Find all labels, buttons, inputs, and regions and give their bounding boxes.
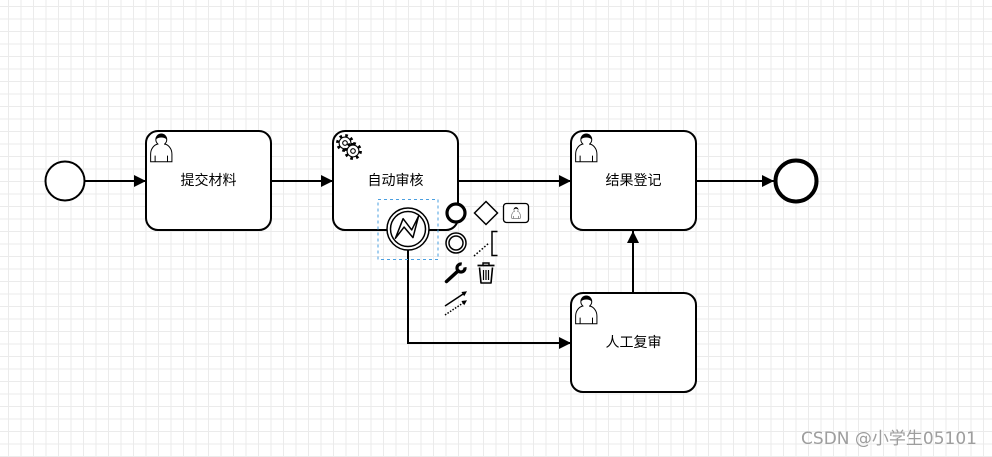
append-gateway-button[interactable] xyxy=(473,200,499,226)
intermediate-event-icon xyxy=(445,232,467,254)
connect-button[interactable] xyxy=(444,290,470,317)
text-annotation-icon xyxy=(473,230,498,257)
watermark: CSDN @小学生05101 xyxy=(801,429,977,449)
wrench-icon xyxy=(444,262,467,284)
end-event-icon xyxy=(445,202,467,224)
button-hit-area[interactable] xyxy=(472,230,499,257)
selection-outline xyxy=(377,199,439,260)
task-label: 人工复审 xyxy=(606,334,662,351)
gear-icon xyxy=(336,134,362,160)
context-pad[interactable] xyxy=(444,200,530,317)
append-task-button[interactable] xyxy=(502,202,530,224)
task-label: 结果登记 xyxy=(606,173,662,189)
task-label: 提交材料 xyxy=(181,172,237,189)
trash-stripes xyxy=(482,270,490,280)
annotation-bracket xyxy=(491,230,498,257)
task-label: 自动审核 xyxy=(368,173,424,189)
task-icon xyxy=(502,202,530,224)
delete-button[interactable] xyxy=(474,261,498,285)
gear-hole xyxy=(342,140,348,146)
gateway-icon xyxy=(473,200,499,226)
end-event[interactable] xyxy=(773,158,819,204)
trash-bin xyxy=(478,267,494,284)
task-submit-materials[interactable]: 提交材料 xyxy=(145,130,272,231)
change-type-button[interactable] xyxy=(444,261,468,285)
connect-dotted-arrowhead xyxy=(461,300,467,306)
wrench-handle xyxy=(444,269,460,284)
append-text-annotation-button[interactable] xyxy=(472,230,499,257)
gear-hole xyxy=(350,148,356,154)
sequence-flow-error-path[interactable] xyxy=(407,250,571,349)
trash-icon xyxy=(477,262,495,284)
connect-solid-line xyxy=(444,293,464,307)
append-end-event-button[interactable] xyxy=(444,201,468,225)
connect-icon xyxy=(444,291,467,316)
append-intermediate-event-button[interactable] xyxy=(444,231,468,255)
task-record-result[interactable]: 结果登记 xyxy=(570,130,697,231)
connect-dotted-line xyxy=(444,302,464,316)
start-event[interactable] xyxy=(44,160,86,202)
trash-handle xyxy=(482,262,490,266)
connect-solid-arrowhead xyxy=(461,291,467,297)
lightning-icon xyxy=(394,215,420,240)
error-boundary-event[interactable] xyxy=(386,207,430,251)
gear-teeth xyxy=(336,134,354,152)
task-manual-review[interactable]: 人工复审 xyxy=(570,292,697,393)
intermediate-event-inner xyxy=(448,235,464,251)
gear-teeth xyxy=(344,142,362,160)
